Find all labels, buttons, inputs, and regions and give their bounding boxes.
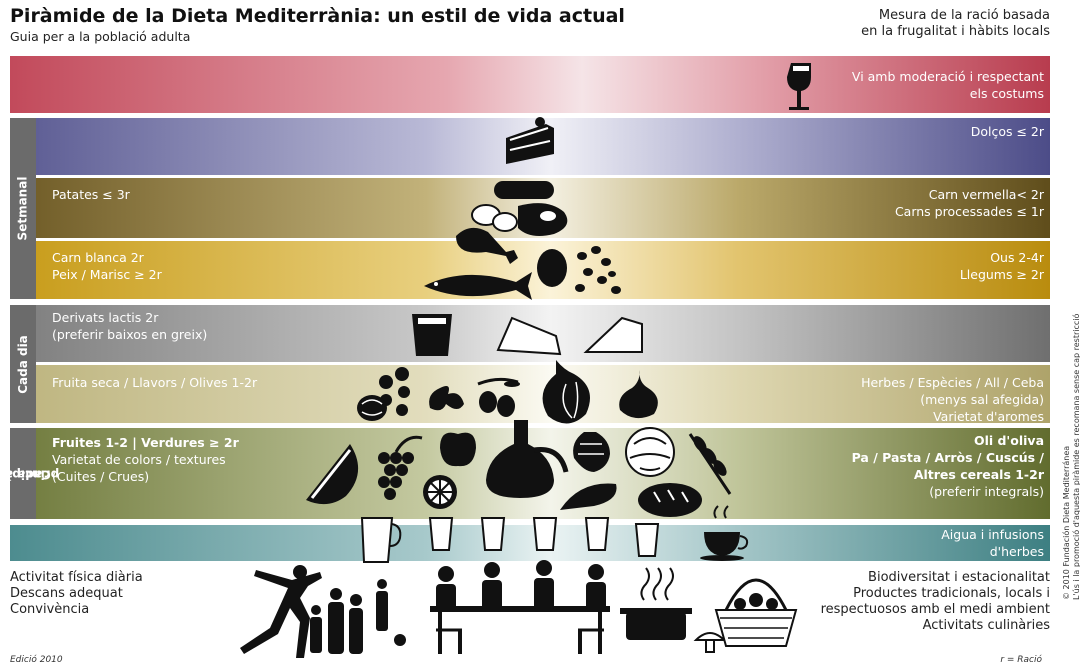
page-subtitle: Guia per a la població adulta bbox=[10, 29, 191, 44]
band-water-text-1: Aigua i infusions bbox=[941, 527, 1044, 542]
band-white-left-1: Carn blanca 2r bbox=[52, 250, 144, 265]
band-nuts: Fruita seca / Llavors / Olives 1-2r Herb… bbox=[10, 365, 1050, 425]
potato-icon bbox=[471, 204, 518, 232]
lifestyle-left: Activitat física diària Descans adequat … bbox=[10, 570, 143, 618]
band-meat-right: Carn vermella< 2r Carns processades ≤ 1r bbox=[895, 186, 1044, 220]
band-main-right-3: Altres cereals 1-2r bbox=[913, 467, 1044, 482]
leafy-greens-icon bbox=[560, 483, 617, 510]
band-white-left: Carn blanca 2r Peix / Marisc ≥ 2r bbox=[52, 249, 162, 283]
copyright-line1: © 2010 Fundación Dieta Mediterránea bbox=[1062, 445, 1071, 600]
band-main-right-2: Pa / Pasta / Arròs / Cuscús / bbox=[851, 450, 1044, 465]
dinner-table-icon bbox=[430, 560, 610, 654]
side-label-daily: Cada dia bbox=[10, 305, 36, 423]
band-water-text: Aigua i infusions d'herbes bbox=[941, 526, 1044, 560]
grapes-icon bbox=[378, 435, 423, 500]
header-note-line1: Mesura de la ració basada bbox=[878, 8, 1050, 23]
lifestyle-right-1: Biodiversitat i estacionalitat bbox=[868, 570, 1050, 585]
basket-icon bbox=[714, 578, 798, 647]
tea-cup-icon bbox=[700, 505, 749, 561]
fish-icon bbox=[424, 272, 532, 300]
band-wine-text: Vi amb moderació i respectant els costum… bbox=[852, 68, 1044, 102]
band-white-right-1: Ous 2-4r bbox=[990, 250, 1044, 265]
copyright-notice: © 2010 Fundación Dieta Mediterránea L'ús… bbox=[1062, 314, 1080, 600]
band-white-right-2: Llegums ≥ 2r bbox=[959, 267, 1044, 282]
band-nuts-right-3: Varietat d'aromes bbox=[933, 409, 1044, 424]
lifestyle-left-3: Convivència bbox=[10, 602, 90, 617]
band-meat-right-1: Carn vermella< 2r bbox=[928, 187, 1044, 202]
band-main-left-3: (Cuites / Crues) bbox=[52, 469, 150, 484]
band-water: Aigua i infusions d'herbes bbox=[10, 525, 1050, 561]
band-dairy-left-1: Derivats lactis 2r bbox=[52, 310, 159, 325]
sausage-icon bbox=[494, 181, 554, 199]
lifestyle-right: Biodiversitat i estacionalitat Productes… bbox=[821, 570, 1050, 634]
legumes-icon bbox=[575, 246, 621, 294]
band-sweets-text: Dolços ≤ 2r bbox=[970, 124, 1044, 139]
header-note: Mesura de la ració basada en la frugalit… bbox=[861, 8, 1050, 40]
band-meat-left: Patates ≤ 3r bbox=[52, 187, 130, 202]
band-nuts-right-1: Herbes / Espècies / All / Ceba bbox=[861, 375, 1044, 390]
cheese-icon bbox=[496, 316, 643, 356]
band-dairy-left: Derivats lactis 2r (preferir baixos en g… bbox=[52, 309, 207, 343]
exercise-person-icon bbox=[240, 565, 322, 658]
band-wine-text-2: els costums bbox=[969, 86, 1044, 101]
bread-icon bbox=[638, 483, 702, 517]
chicken-leg-icon bbox=[456, 227, 518, 264]
band-meat-right-2: Carns processades ≤ 1r bbox=[894, 204, 1044, 219]
band-main-right: Oli d'oliva Pa / Pasta / Arròs / Cuscús … bbox=[852, 432, 1044, 500]
olive-oil-icon bbox=[486, 420, 569, 498]
band-white-right: Ous 2-4r Llegums ≥ 2r bbox=[960, 249, 1044, 283]
nuts-icon bbox=[357, 367, 410, 421]
serving-legend: r = Ració bbox=[1000, 655, 1042, 665]
artichoke-icon bbox=[573, 432, 610, 472]
band-nuts-right-2: (menys sal afegida) bbox=[920, 392, 1044, 407]
egg-icon bbox=[537, 249, 567, 287]
water-glass-icon bbox=[428, 517, 660, 557]
band-main-left: Fruites 1-2 | Verdures ≥ 2r Varietat de … bbox=[52, 434, 239, 485]
copyright-line2: L'ús i la promoció d'aquesta piràmide es… bbox=[1072, 313, 1080, 600]
mushroom-icon bbox=[693, 632, 727, 653]
cake-icon bbox=[506, 117, 554, 164]
yogurt-icon bbox=[412, 314, 452, 356]
apple-icon bbox=[440, 432, 476, 467]
band-water-text-2: d'herbes bbox=[989, 544, 1044, 559]
band-nuts-left: Fruita seca / Llavors / Olives 1-2r bbox=[52, 375, 258, 390]
band-main-left-2: Varietat de colors / textures bbox=[52, 452, 226, 467]
watermelon-icon bbox=[306, 444, 359, 505]
water-jug-icon bbox=[360, 517, 402, 563]
wine-glass-icon bbox=[787, 63, 811, 110]
wheat-icon bbox=[688, 433, 732, 495]
olives-icon bbox=[477, 377, 520, 417]
cooking-pot-icon bbox=[620, 567, 692, 640]
band-dairy-left-2: (preferir baixos en greix) bbox=[52, 327, 208, 342]
lifestyle-left-1: Activitat física diària bbox=[10, 570, 143, 585]
steak-icon bbox=[518, 203, 568, 236]
herb-icon bbox=[429, 386, 464, 411]
side-label-weekly: Setmanal bbox=[10, 118, 36, 299]
page-title: Piràmide de la Dieta Mediterrània: un es… bbox=[10, 5, 625, 27]
lifestyle-right-2: Productes tradicionals, locals i bbox=[853, 586, 1050, 601]
band-wine: Vi amb moderació i respectant els costum… bbox=[10, 56, 1050, 113]
family-icon bbox=[310, 579, 406, 654]
header-note-line2: en la frugalitat i hàbits locals bbox=[861, 24, 1050, 39]
cabbage-icon bbox=[625, 427, 675, 477]
band-main-left-1: Fruites 1-2 | Verdures ≥ 2r bbox=[52, 435, 239, 450]
band-nuts-right: Herbes / Espècies / All / Ceba (menys sa… bbox=[861, 374, 1044, 425]
band-main-right-4: (preferir integrals) bbox=[929, 484, 1044, 499]
garlic-icon bbox=[619, 370, 658, 419]
band-white-left-2: Peix / Marisc ≥ 2r bbox=[52, 267, 162, 282]
lifestyle-right-3: respectuosos amb el medi ambient bbox=[820, 602, 1050, 617]
lifestyle-right-4: Activitats culinàries bbox=[922, 618, 1050, 633]
onion-icon bbox=[542, 360, 590, 424]
orange-slice-icon bbox=[423, 475, 457, 509]
band-white-meat: Carn blanca 2r Peix / Marisc ≥ 2r Ous 2-… bbox=[10, 241, 1050, 299]
lifestyle-left-2: Descans adequat bbox=[10, 586, 123, 601]
edition-label: Edició 2010 bbox=[10, 655, 63, 665]
band-wine-text-1: Vi amb moderació i respectant bbox=[851, 69, 1044, 84]
side-label-meal: Cada àpat principal bbox=[0, 428, 59, 519]
band-main-right-1: Oli d'oliva bbox=[973, 433, 1044, 448]
